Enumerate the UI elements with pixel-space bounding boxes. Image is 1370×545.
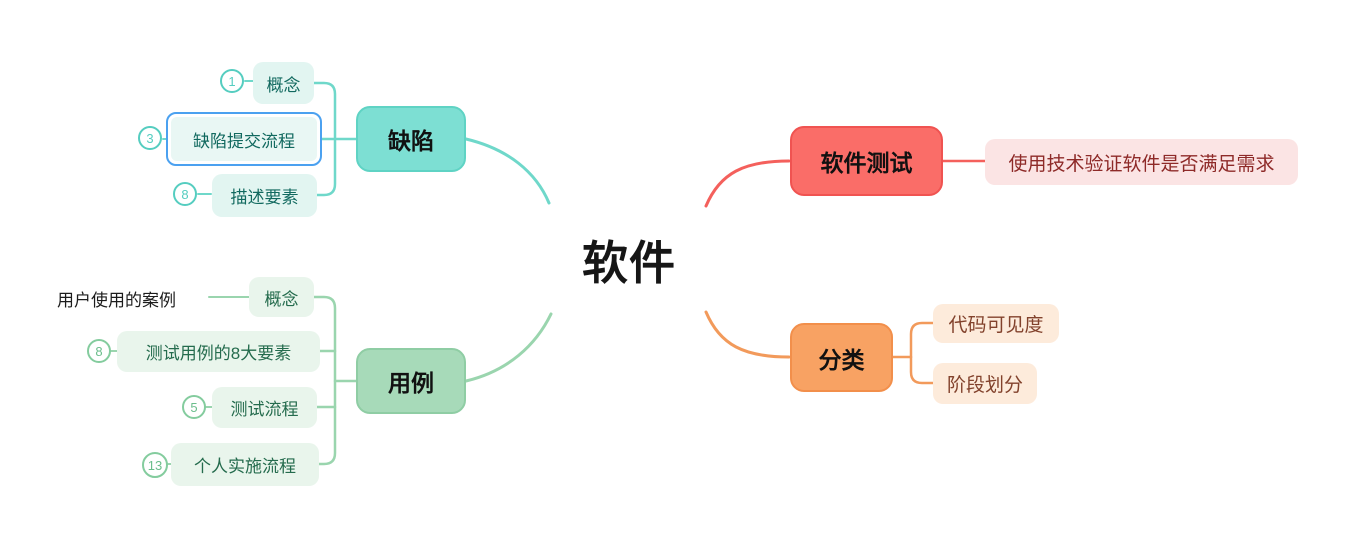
subtopic-defect-concept[interactable]: 概念 (253, 62, 314, 104)
subtopic-usecase-personal-flow[interactable]: 个人实施流程 (171, 443, 319, 486)
numbering-badge[interactable]: 8 (173, 182, 197, 206)
subtopic-usecase-test-flow[interactable]: 测试流程 (212, 387, 317, 428)
numbering-badge[interactable]: 8 (87, 339, 111, 363)
branch-usecase[interactable]: 用例 (356, 348, 466, 414)
branch-curve-defect (464, 137, 551, 205)
numbering-badge[interactable]: 5 (182, 395, 206, 419)
branch-category[interactable]: 分类 (790, 323, 893, 392)
subtopic-defect-submit-flow-label: 缺陷提交流程 (171, 117, 317, 161)
branch-curve-testing (704, 159, 791, 208)
subtopic-defect-submit-flow-selected[interactable]: 缺陷提交流程 (166, 112, 322, 166)
branch-defect[interactable]: 缺陷 (356, 106, 466, 172)
subtopic-usecase-8-elements[interactable]: 测试用例的8大要素 (117, 331, 320, 372)
numbering-badge[interactable]: 3 (138, 126, 162, 150)
subtopic-category-stage-division[interactable]: 阶段划分 (933, 363, 1037, 404)
central-topic[interactable]: 软件 (582, 237, 676, 289)
branch-curve-usecase (464, 312, 553, 383)
subtopic-defect-description-elements[interactable]: 描述要素 (212, 174, 317, 217)
numbering-badge[interactable]: 13 (142, 452, 168, 478)
floating-note-user-case[interactable]: 用户使用的案例 (57, 291, 176, 310)
category-bracket (909, 321, 935, 385)
subtopic-usecase-concept[interactable]: 概念 (249, 277, 314, 317)
branch-curve-category (704, 310, 791, 359)
usecase-bracket (311, 295, 337, 466)
subtopic-testing-definition[interactable]: 使用技术验证软件是否满足需求 (985, 139, 1298, 185)
numbering-badge[interactable]: 1 (220, 69, 244, 93)
branch-software-testing[interactable]: 软件测试 (790, 126, 943, 196)
subtopic-category-code-visibility[interactable]: 代码可见度 (933, 304, 1059, 343)
